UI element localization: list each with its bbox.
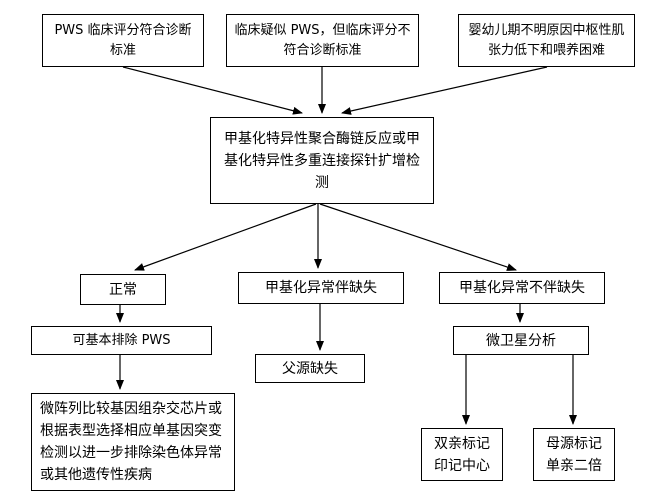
box-further-tests: 微阵列比较基因组杂交芯片或根据表型选择相应单基因突变检测以进一步排除染色体异常或… (31, 393, 235, 491)
box-suspected-pws: 临床疑似 PWS，但临床评分不符合诊断标准 (226, 14, 419, 67)
arrow-test-to-normal (134, 203, 317, 271)
box-biparental-marker: 双亲标记印记中心 (421, 428, 503, 481)
box-paternal-deletion: 父源缺失 (255, 354, 365, 383)
box-methylation-test: 甲基化特异性聚合酶链反应或甲基化特异性多重连接探针扩增检测 (210, 117, 434, 204)
box-normal: 正常 (80, 274, 166, 305)
box-abnormal-without-deletion: 甲基化异常不伴缺失 (439, 272, 605, 304)
box-pws-criteria: PWS 临床评分符合诊断标准 (42, 14, 204, 67)
box-maternal-marker: 母源标记单亲二倍 (533, 428, 615, 481)
arrow-test-to-without-deletion (319, 203, 517, 271)
box-abnormal-with-deletion: 甲基化异常伴缺失 (238, 272, 404, 304)
arrow-criteria-to-test (122, 66, 303, 115)
box-microsatellite: 微卫星分析 (453, 326, 589, 355)
arrow-hypotonia-to-test (341, 66, 548, 115)
box-infant-hypotonia: 婴幼儿期不明原因中枢性肌张力低下和喂养困难 (458, 14, 635, 67)
box-exclude-pws: 可基本排除 PWS (31, 326, 212, 355)
